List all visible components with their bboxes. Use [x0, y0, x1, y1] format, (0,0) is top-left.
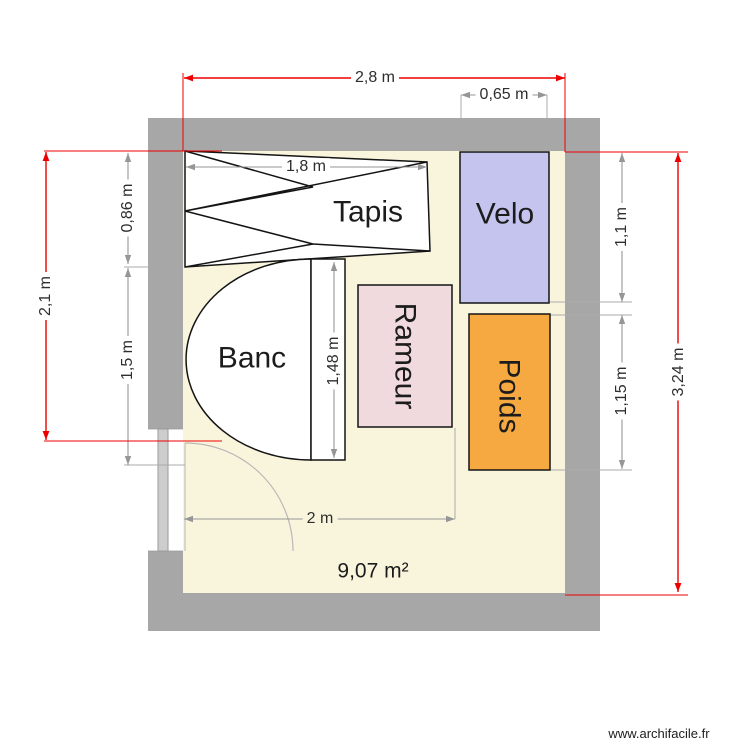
dim-label-velo-height: 1,1 m — [613, 202, 631, 252]
dim-label-tapis-depth: 0,86 m — [119, 179, 137, 237]
velo-label[interactable]: Velo — [475, 197, 535, 231]
red-extension-lines — [44, 73, 688, 596]
furniture-poids[interactable] — [468, 313, 551, 471]
dim-label-top-width: 2,8 m — [350, 69, 400, 87]
tapis-fold-lines — [184, 150, 431, 268]
furniture-rameur[interactable] — [357, 284, 453, 428]
banc-ellipse — [185, 258, 312, 461]
dim-label-door-wall-width: 2 m — [302, 510, 338, 528]
gray-extension-lines — [124, 95, 632, 519]
gray-dimension-arrows — [124, 91, 626, 523]
banc-label[interactable]: Banc — [217, 341, 287, 375]
dim-label-tapis-width: 1,8 m — [281, 158, 331, 176]
dim-label-velo-width: 0,65 m — [475, 86, 533, 104]
door-swing-arc — [184, 442, 294, 552]
dim-label-right-height: 3,24 m — [670, 343, 688, 401]
door-leaf-panel — [157, 428, 169, 552]
poids-label[interactable]: Poids — [492, 358, 526, 434]
tapis-label[interactable]: Tapis — [332, 195, 404, 229]
dim-label-banc-zone: 1,5 m — [119, 335, 137, 385]
dim-label-banc-length: 1,48 m — [325, 332, 343, 390]
dim-label-left-height: 2,1 m — [37, 271, 55, 321]
red-dimension-arrows — [42, 74, 682, 592]
watermark-link[interactable]: www.archifacile.fr — [608, 725, 710, 741]
dim-label-poids-height: 1,15 m — [613, 362, 631, 420]
door[interactable] — [148, 428, 294, 552]
room-area-label: 9,07 m² — [337, 559, 409, 583]
furniture-velo[interactable] — [459, 151, 550, 304]
rameur-label[interactable]: Rameur — [388, 302, 422, 410]
furniture-tapis[interactable] — [184, 150, 431, 268]
